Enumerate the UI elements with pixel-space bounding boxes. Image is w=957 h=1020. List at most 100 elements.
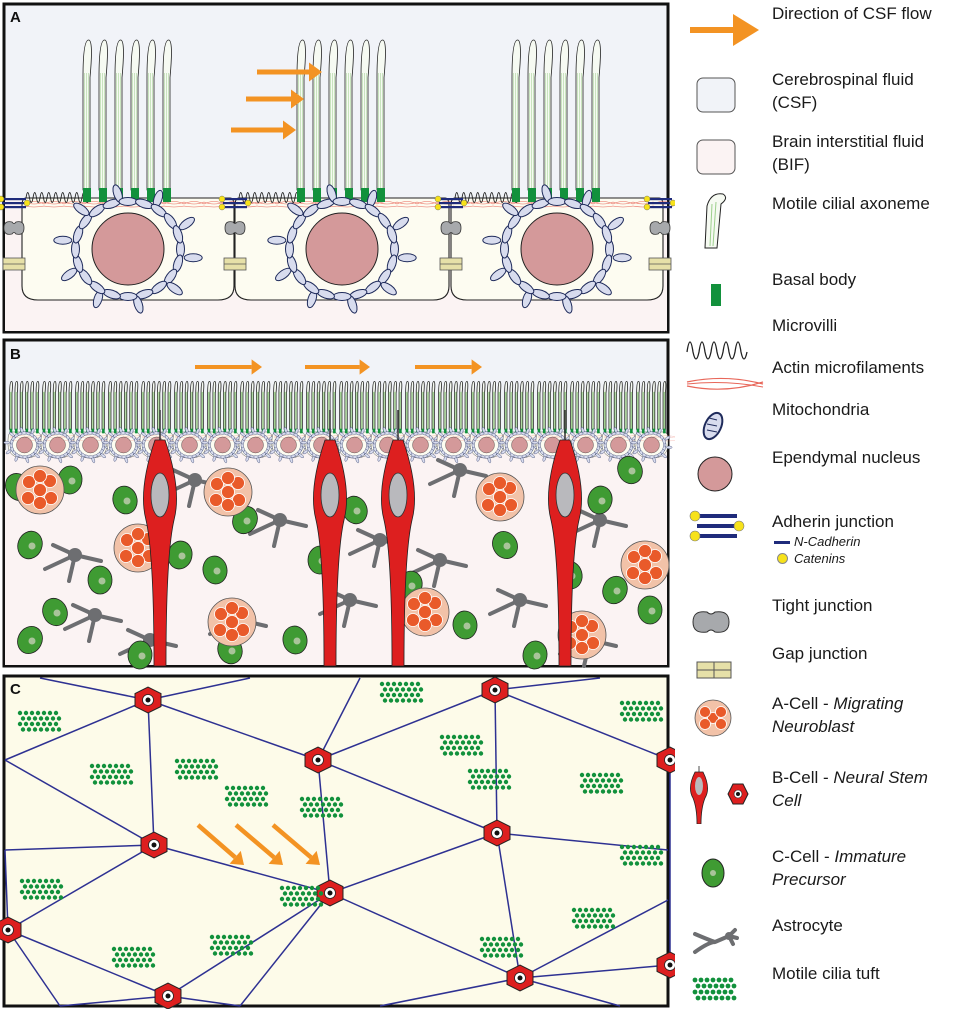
cilia-tuft (643, 855, 649, 861)
c-cell-nucleus (53, 609, 61, 617)
mitochondrion (73, 202, 90, 217)
cilia-tuft (308, 813, 314, 818)
cilia-tuft (652, 861, 658, 866)
cilia-tuft (379, 681, 385, 687)
basal-body (300, 428, 303, 434)
cilium (162, 39, 172, 191)
cilia-tuft (311, 807, 317, 813)
tight-junction (224, 221, 246, 235)
mitochondrion (300, 441, 307, 445)
cilia-tuft (25, 889, 31, 895)
basal-body (512, 188, 520, 202)
cilium (543, 39, 553, 191)
cilia-tuft (445, 745, 451, 751)
legend-label: Microvilli (772, 314, 837, 337)
cilia-tuft (406, 687, 412, 692)
cilia-tuft (201, 764, 207, 769)
cilia-tuft (242, 940, 248, 945)
flow-arrow-icon (291, 89, 304, 109)
cilia-tuft (503, 936, 509, 942)
cilia-tuft (606, 789, 612, 794)
a-cell (131, 554, 145, 568)
cilia-tuft (472, 751, 478, 756)
cilia-tuft (317, 807, 323, 813)
cilia-tuft (215, 934, 221, 940)
legend-label: Actin microfilaments (772, 356, 924, 379)
mitochondrion (601, 225, 613, 244)
cilia-tuft (397, 681, 403, 687)
legend-label-text: B-Cell - (772, 768, 834, 787)
cilia-tuft (104, 780, 110, 785)
cilia-tuft (466, 740, 472, 745)
cilia-tuft (204, 758, 210, 764)
a-cell-icon (694, 699, 732, 737)
basal-body (405, 428, 409, 434)
cilia-tuft (302, 802, 308, 807)
cilia-tuft (40, 884, 46, 889)
cilia-tuft (476, 785, 482, 790)
b-cell-nucleus (388, 472, 408, 518)
cilia-tuft (479, 947, 485, 953)
basal-body (223, 428, 227, 434)
b-cell-nucleus (150, 472, 170, 518)
cilia-tuft (110, 780, 116, 785)
cilia-tuft (582, 789, 588, 794)
basal-body (297, 188, 305, 202)
actin-filament (236, 205, 458, 208)
cilia-tuft (469, 734, 475, 740)
cilia-tuft (189, 775, 195, 780)
legend-label: Motile cilia tuft (772, 962, 880, 985)
basal-body (366, 428, 369, 434)
cilia-tuft (594, 789, 600, 794)
basal-body (267, 428, 270, 434)
cilia-tuft (658, 717, 664, 722)
cilia-tuft (418, 687, 424, 692)
cilia-tuft (22, 895, 28, 900)
cilia-tuft (239, 802, 245, 807)
cilia-tuft (58, 884, 64, 889)
astrocyte-body (188, 473, 202, 487)
cilia-tuft (467, 779, 473, 785)
cilia-tuft (612, 789, 618, 794)
cilia-tuft (17, 710, 23, 716)
a-cell (131, 527, 145, 541)
cilia-tuft (183, 764, 189, 769)
cilia-tuft (640, 861, 646, 866)
cilia-tuft (619, 844, 625, 850)
a-cell (209, 493, 223, 507)
cilia-tuft (655, 844, 661, 850)
cilia-tuft (622, 861, 628, 866)
legend-label: Ependymal nucleus (772, 446, 920, 469)
cell-boundary (39, 677, 149, 701)
catenin (434, 203, 442, 211)
cilia-tuft (409, 692, 415, 698)
cilia-tuft (473, 768, 479, 774)
cilia-tuft (604, 924, 610, 929)
cell-boundary (317, 689, 496, 761)
mitochondrion (332, 292, 352, 301)
n-cadherin-label: N-Cadherin (772, 533, 894, 550)
cilia-tuft (198, 769, 204, 775)
cilia-tuft (478, 751, 484, 756)
astrocyte (568, 508, 628, 548)
panel-c: C (0, 674, 675, 1009)
cilia-tuft (415, 692, 421, 698)
cilia-tuft (631, 711, 637, 717)
a-cell (213, 623, 227, 637)
mitochondrion (386, 225, 398, 244)
ependymal-nucleus (16, 436, 33, 454)
basal-body (179, 428, 183, 434)
mitochondrion (595, 281, 612, 296)
cilia-tuft (601, 907, 607, 913)
cilia-tuft (218, 951, 224, 956)
cilia-tuft (285, 896, 291, 902)
cilia-tuft (640, 706, 646, 711)
a-cell (638, 571, 652, 585)
cilia-tuft (20, 716, 26, 721)
cilia-tuft (147, 957, 153, 963)
c-cell-nucleus (98, 577, 106, 585)
cilia-tuft (224, 951, 230, 956)
cell-boundary (239, 892, 331, 1007)
astrocyte-body (513, 593, 527, 607)
